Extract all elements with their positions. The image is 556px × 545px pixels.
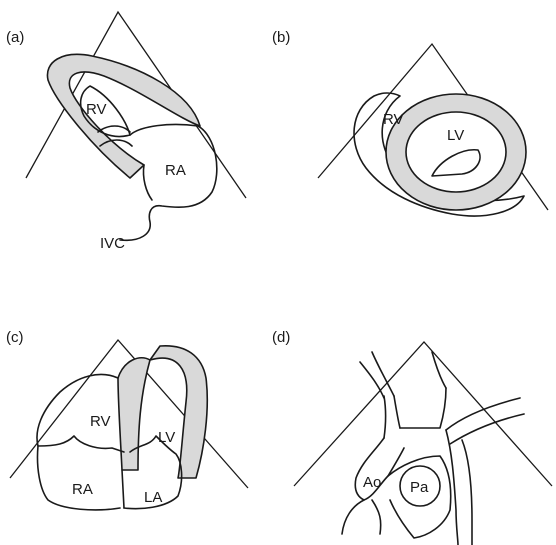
panel-a-ra-septum [143, 165, 152, 200]
panel-d-vessel-6 [432, 352, 446, 388]
panel-d-outflow-line-2 [372, 500, 381, 534]
panel-c-tricuspid-line [38, 436, 124, 452]
panel-c-label-la: LA [144, 489, 162, 506]
panel-b-label-lv: LV [447, 127, 464, 144]
panel-b-lv-cavity [406, 112, 506, 192]
panel-a: (a) RV RA IVC [6, 12, 246, 252]
panel-d-vessel-7 [446, 398, 520, 430]
panel-a-label-rv: RV [86, 101, 107, 118]
panel-c-label-ra: RA [72, 481, 93, 498]
panel-b-label-rv: RV [383, 111, 404, 128]
panel-d: (d) Ao Pa [272, 329, 552, 545]
panel-a-tricuspid-leaflet [98, 126, 130, 132]
panel-c: (c) RV LV RA LA [6, 329, 248, 510]
panel-a-label: (a) [6, 29, 24, 46]
panel-c-septum [118, 358, 150, 470]
panel-d-descending-aorta-left [446, 430, 458, 545]
panel-d-outflow-line [342, 500, 364, 534]
panel-c-label-rv: RV [90, 413, 111, 430]
panel-a-ra-outline [120, 124, 217, 240]
panel-d-label-ao: Ao [363, 474, 381, 491]
panel-d-vessel-5 [400, 388, 446, 428]
panel-d-sector [294, 342, 552, 486]
panel-d-label-pa: Pa [410, 479, 429, 496]
panel-a-rv-wall [47, 54, 200, 178]
panel-b: (b) RV LV [272, 29, 548, 216]
panel-d-arch-loop [388, 456, 451, 538]
panel-d-vessel-1 [360, 362, 384, 398]
panel-d-vessel-8 [450, 414, 524, 444]
panel-d-vessel-4 [394, 396, 400, 428]
panel-d-descending-aorta-right [462, 440, 472, 545]
panel-d-vessel-3 [384, 396, 386, 438]
panel-a-label-ra: RA [165, 162, 186, 179]
panel-c-label-lv: LV [158, 429, 175, 446]
panel-b-label: (b) [272, 29, 290, 46]
panel-d-label: (d) [272, 329, 290, 346]
panel-d-vessel-2 [372, 352, 394, 396]
panel-c-atrial-septum [122, 470, 124, 508]
panel-c-label: (c) [6, 329, 24, 346]
panel-a-label-ivc: IVC [100, 235, 125, 252]
